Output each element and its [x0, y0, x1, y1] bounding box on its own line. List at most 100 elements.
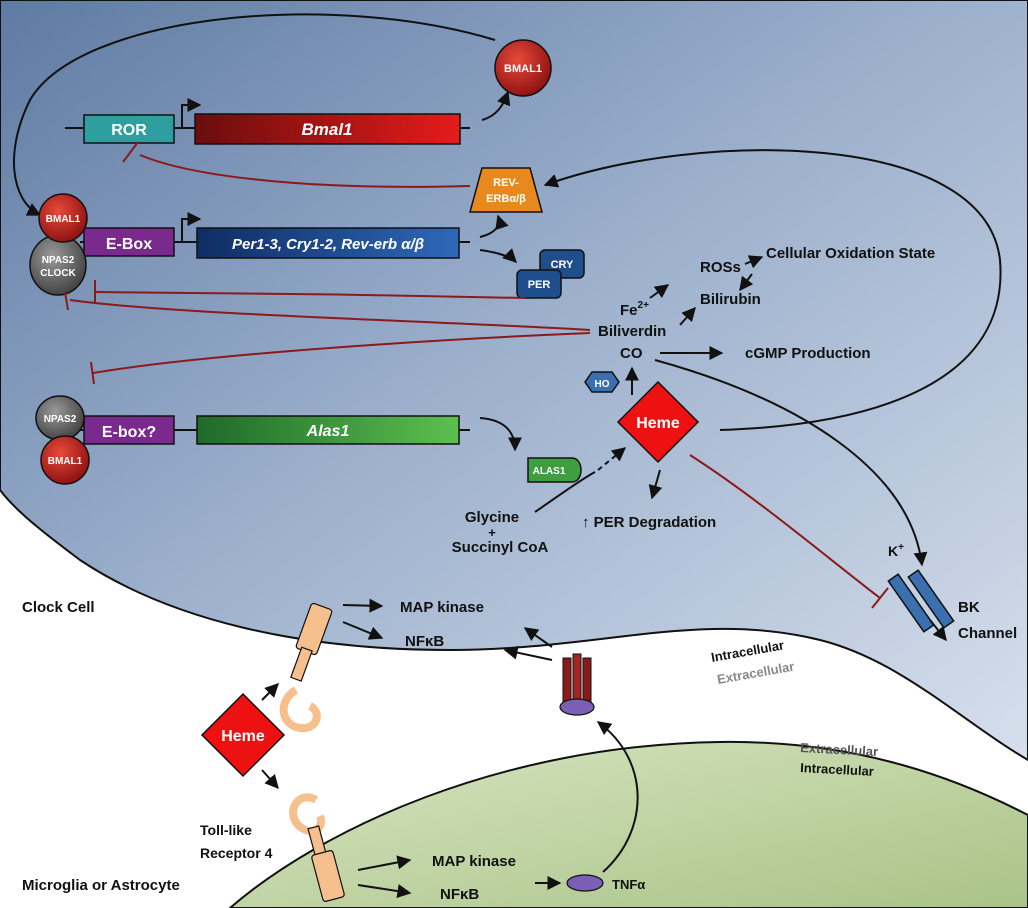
ho-enzyme — [584, 371, 620, 393]
alas1-gene-label: Alas1 — [306, 423, 350, 440]
per-to-percry-arrow — [479, 248, 517, 263]
k-plus-label: K+ — [888, 542, 904, 559]
bmal1-top-label: BMAL1 — [504, 63, 542, 75]
per-cry-gene-label: Per1-3, Cry1-2, Rev-erb α/β — [232, 236, 424, 253]
extracellular-bottom-label: Extracellular — [800, 740, 879, 759]
bk-channel-right — [907, 569, 955, 629]
alas1-gene-box — [196, 415, 460, 445]
bk-channel-left — [887, 573, 935, 633]
ross-to-oxidation-arrow — [744, 255, 764, 269]
tlr4-to-nfkb-top-arrow — [342, 621, 384, 640]
bmal1-protein-top — [494, 39, 552, 97]
per-to-reverb-arrow — [479, 214, 509, 238]
cellular-oxidation-label: Cellular Oxidation State — [766, 245, 935, 262]
intracellular-bottom-label: Intracellular — [800, 760, 874, 779]
alas1-product-arrow — [479, 417, 522, 452]
tlr4-lower-stalk — [311, 850, 345, 902]
cgmp-label: cGMP Production — [745, 345, 871, 362]
tlr4-upper-tm — [290, 646, 313, 682]
tnf-lower — [566, 874, 604, 892]
co-label: CO — [620, 345, 643, 362]
bilirubin-label: Bilirubin — [700, 291, 761, 308]
fe-to-ross-arrow — [649, 284, 670, 299]
bmal1-lower-protein — [40, 435, 90, 485]
tlr4-upper-hook — [279, 686, 321, 733]
biliverdin-to-bilirubin-arrow — [679, 306, 696, 326]
nfkb-top-label: NFκB — [405, 633, 444, 650]
alas1-protein — [527, 457, 582, 483]
fe-label: Fe2+ — [620, 300, 649, 319]
bmal1-protein-left — [38, 193, 88, 243]
ross-label: ROSs — [700, 259, 741, 276]
reverb-protein — [469, 167, 543, 213]
bmal1-gene-box — [194, 113, 461, 145]
heme-inhibit-bk — [689, 454, 881, 599]
heme-reverb-loop — [543, 149, 1002, 431]
ebox-q-label: E-box? — [102, 424, 156, 441]
map-kinase-top-label: MAP kinase — [400, 599, 484, 616]
glycine-to-heme-arrow — [534, 471, 596, 513]
co-to-bk-arrow — [654, 359, 928, 567]
bmal1-gene-label: Bmal1 — [301, 120, 352, 139]
tnfr-to-mapk-arrow — [523, 627, 553, 648]
microglia-label: Microglia or Astrocyte — [22, 877, 180, 894]
bmal1-lower-label: BMAL1 — [48, 456, 83, 467]
tlr4-to-mapk-bottom-arrow — [357, 855, 412, 871]
clock-cell-membrane — [0, 0, 1028, 762]
per-label: PER — [528, 279, 551, 291]
clock-cell-label: Clock Cell — [22, 599, 95, 616]
tnf-to-receptor-arrow — [596, 721, 639, 873]
bmal1-left-label: BMAL1 — [46, 214, 81, 225]
tnfr-bar-1 — [562, 657, 572, 703]
bk-label-2: Channel — [958, 625, 1017, 642]
tlr4-to-nfkb-bottom-arrow — [357, 884, 412, 899]
map-kinase-bottom-label: MAP kinase — [432, 853, 516, 870]
npas2-clock-label-2: CLOCK — [40, 268, 76, 279]
per-degradation-label: ↑ PER Degradation — [582, 514, 716, 531]
biliverdin-inhibit-upper-bar — [64, 291, 69, 311]
ror-box — [83, 114, 175, 144]
plus-label: + — [488, 525, 496, 540]
ho-label: HO — [595, 379, 610, 390]
heme-to-tlr-lower-arrow — [261, 769, 279, 790]
reverb-inhibit-ror — [139, 154, 471, 188]
ebox-box — [83, 227, 175, 257]
per-protein — [516, 269, 562, 299]
per-tss-arrow — [181, 212, 202, 242]
microglia-membrane — [228, 740, 1028, 908]
extracellular-top-label: Extracellular — [716, 659, 795, 687]
tnfr-bar-3 — [582, 657, 592, 703]
npas2-clock-label-1: NPAS2 — [42, 255, 75, 266]
heme-inhibit-bk-bar — [871, 587, 889, 609]
bmal1-tss-arrow — [181, 98, 202, 128]
tlr-label-1: Toll-like — [200, 822, 252, 838]
ror-label: ROR — [111, 122, 147, 139]
percry-inhibit — [94, 291, 526, 299]
heme-to-tlr-upper-arrow — [261, 683, 279, 701]
succinyl-label: Succinyl CoA — [452, 539, 549, 556]
heme-extracellular — [200, 692, 286, 778]
tlr4-to-mapk-top-arrow — [342, 598, 384, 613]
tnfr-to-nfkb-arrow — [503, 645, 553, 661]
ebox-q-box — [83, 415, 175, 445]
microglia-tnf-label: TNFα — [612, 877, 645, 892]
cry-label: CRY — [551, 259, 574, 271]
bk-label-1: BK — [958, 599, 980, 616]
alas1-protein-label: ALAS1 — [533, 466, 566, 477]
tlr4-lower-hook — [289, 793, 326, 836]
tnfr-bar-2 — [572, 653, 582, 703]
nfkb-bottom-label: NFκB — [440, 886, 479, 903]
bk-efflux-arrow — [929, 619, 947, 642]
heme-lower-label: Heme — [221, 728, 265, 745]
tnf-bound-upper — [559, 698, 595, 716]
glycine-label: Glycine — [465, 509, 519, 526]
biliverdin-inhibit-lower — [92, 332, 591, 374]
npas2-lower-label: NPAS2 — [44, 414, 77, 425]
heme-to-per-deg-arrow — [648, 469, 663, 500]
bmal1-feedback-arrow — [13, 13, 496, 216]
biliverdin-inhibit-lower-bar — [90, 361, 95, 385]
intracellular-top-label: Intracellular — [710, 637, 785, 665]
reverb-label-1: REV- — [493, 177, 519, 189]
heme-center — [616, 380, 700, 464]
